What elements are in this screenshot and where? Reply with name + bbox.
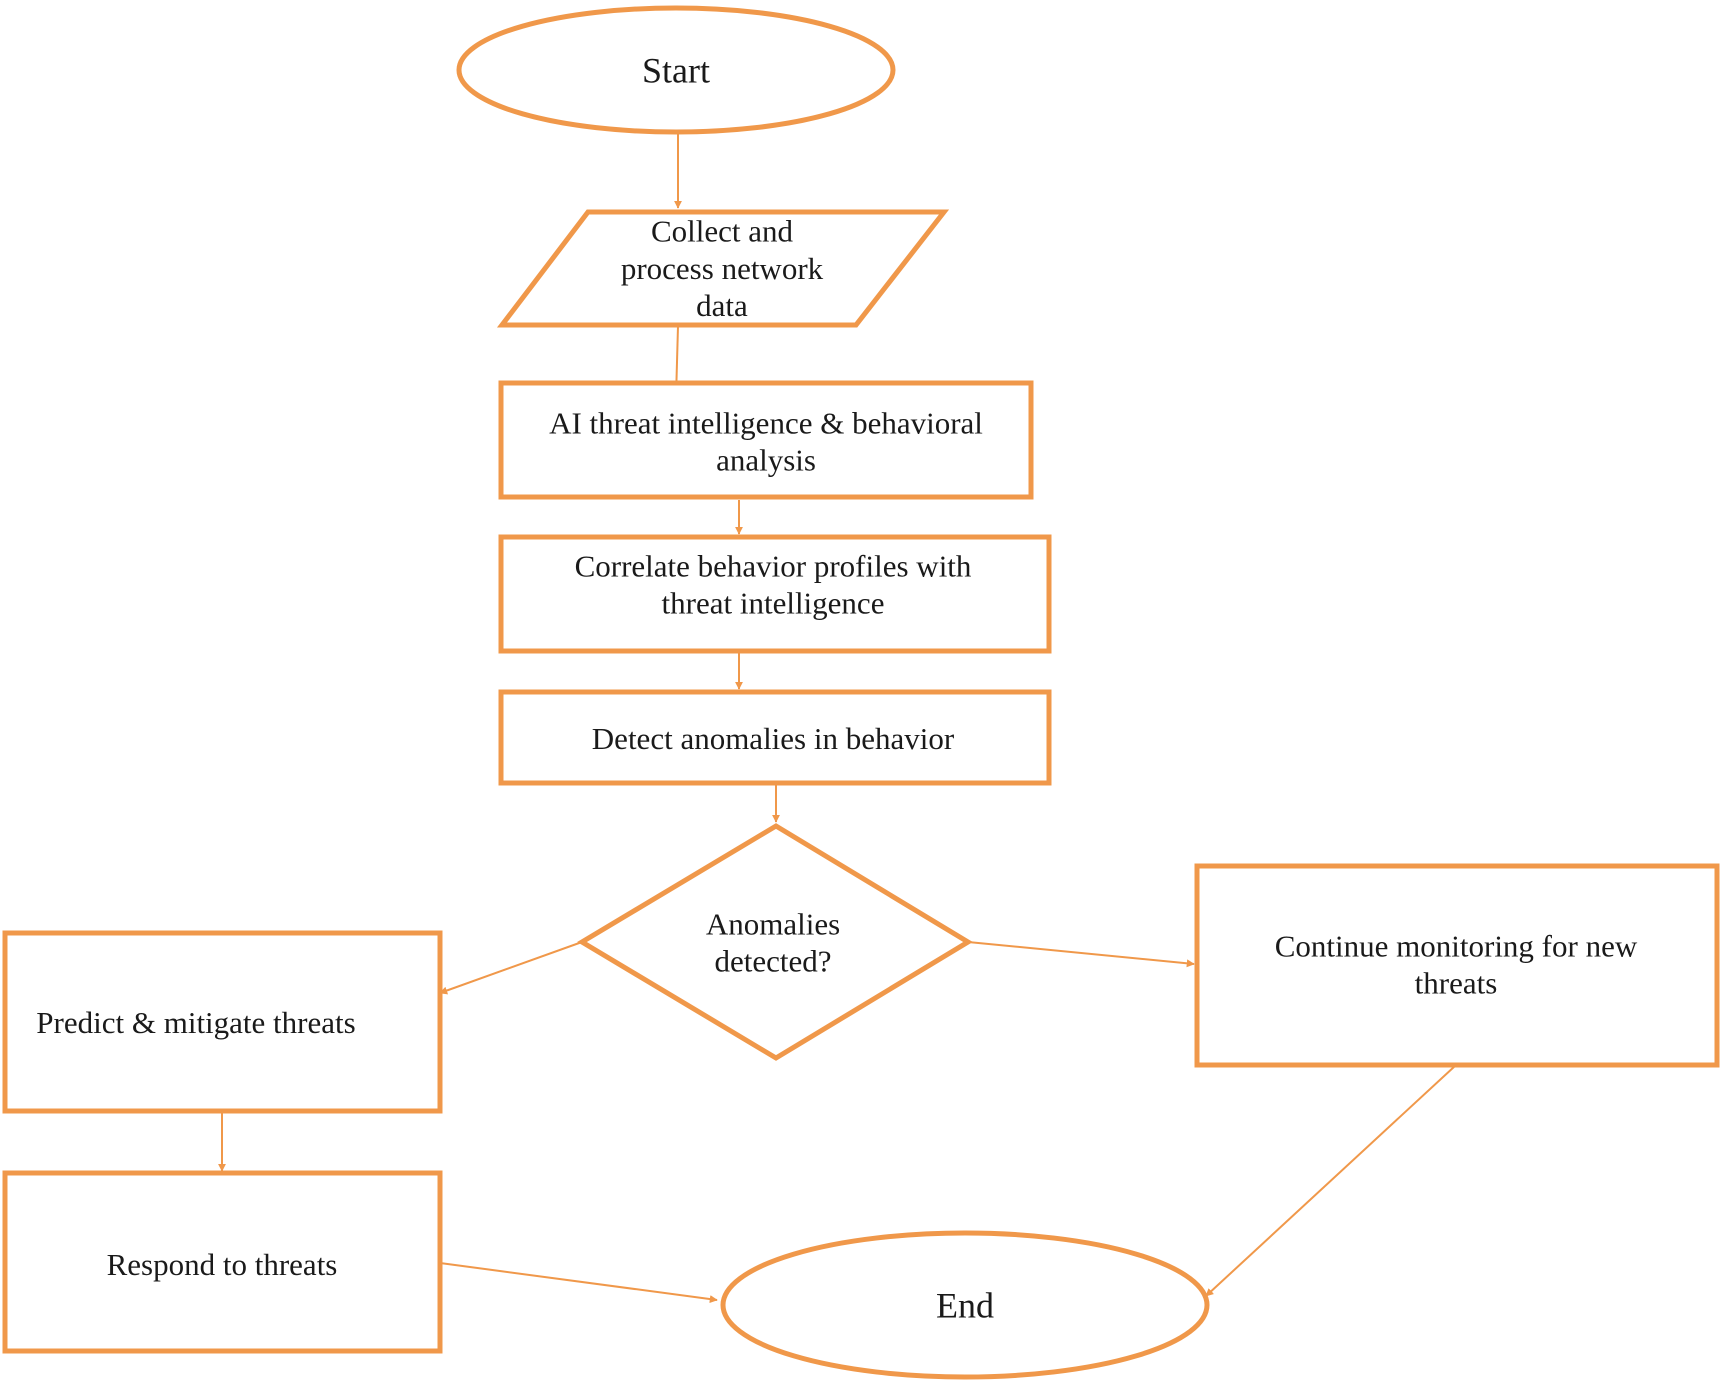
collect-label-line: process network bbox=[621, 251, 824, 286]
start-label-line: Start bbox=[642, 51, 710, 91]
detect-node: Detect anomalies in behavior bbox=[498, 689, 1052, 786]
collect-label-line: data bbox=[696, 288, 748, 323]
correlate-label-line: Correlate behavior profiles with bbox=[575, 548, 972, 583]
edge-respond-to-end bbox=[439, 1262, 718, 1304]
decision-diamond bbox=[577, 823, 973, 1061]
start-terminator bbox=[456, 5, 896, 135]
continue-box bbox=[1194, 863, 1720, 1068]
correlate-label-line: threat intelligence bbox=[662, 585, 885, 620]
collect-data-parallelogram bbox=[496, 209, 950, 328]
edge-decision-to-continue bbox=[967, 941, 1195, 968]
respond-node: Respond to threats bbox=[2, 1170, 443, 1354]
ai-analysis-box bbox=[498, 380, 1034, 500]
detect-label: Detect anomalies in behavior bbox=[592, 721, 955, 756]
respond-label: Respond to threats bbox=[107, 1247, 338, 1282]
end-label: End bbox=[936, 1286, 994, 1326]
decision-label-line: Anomalies bbox=[706, 906, 840, 941]
ai-analysis-label-line: AI threat intelligence & behavioral bbox=[549, 405, 983, 440]
end-label-line: End bbox=[936, 1286, 994, 1326]
edge-continue-to-end bbox=[1205, 1065, 1456, 1297]
end-terminator bbox=[720, 1230, 1210, 1380]
respond-box bbox=[2, 1170, 443, 1354]
decision-label-line: detected? bbox=[714, 943, 831, 978]
ai-analysis-label-line: analysis bbox=[716, 442, 816, 477]
continue-label-line: Continue monitoring for new bbox=[1275, 928, 1638, 963]
detect-box bbox=[498, 689, 1052, 786]
edges-layer bbox=[218, 133, 1456, 1304]
start-node: Start bbox=[456, 5, 896, 135]
predict-node: Predict & mitigate threats bbox=[2, 930, 443, 1114]
predict-box bbox=[2, 930, 443, 1114]
edge-decision-to-predict bbox=[439, 941, 583, 995]
collect-label-line: Collect and bbox=[651, 214, 794, 249]
correlate-box bbox=[498, 534, 1052, 654]
respond-label-line: Respond to threats bbox=[107, 1247, 338, 1282]
continue-label-line: threats bbox=[1415, 965, 1498, 1000]
start-label: Start bbox=[642, 51, 710, 91]
detect-label-line: Detect anomalies in behavior bbox=[592, 721, 955, 756]
predict-label: Predict & mitigate threats bbox=[36, 1005, 355, 1040]
end-node: End bbox=[720, 1230, 1210, 1380]
predict-label-line: Predict & mitigate threats bbox=[36, 1005, 355, 1040]
